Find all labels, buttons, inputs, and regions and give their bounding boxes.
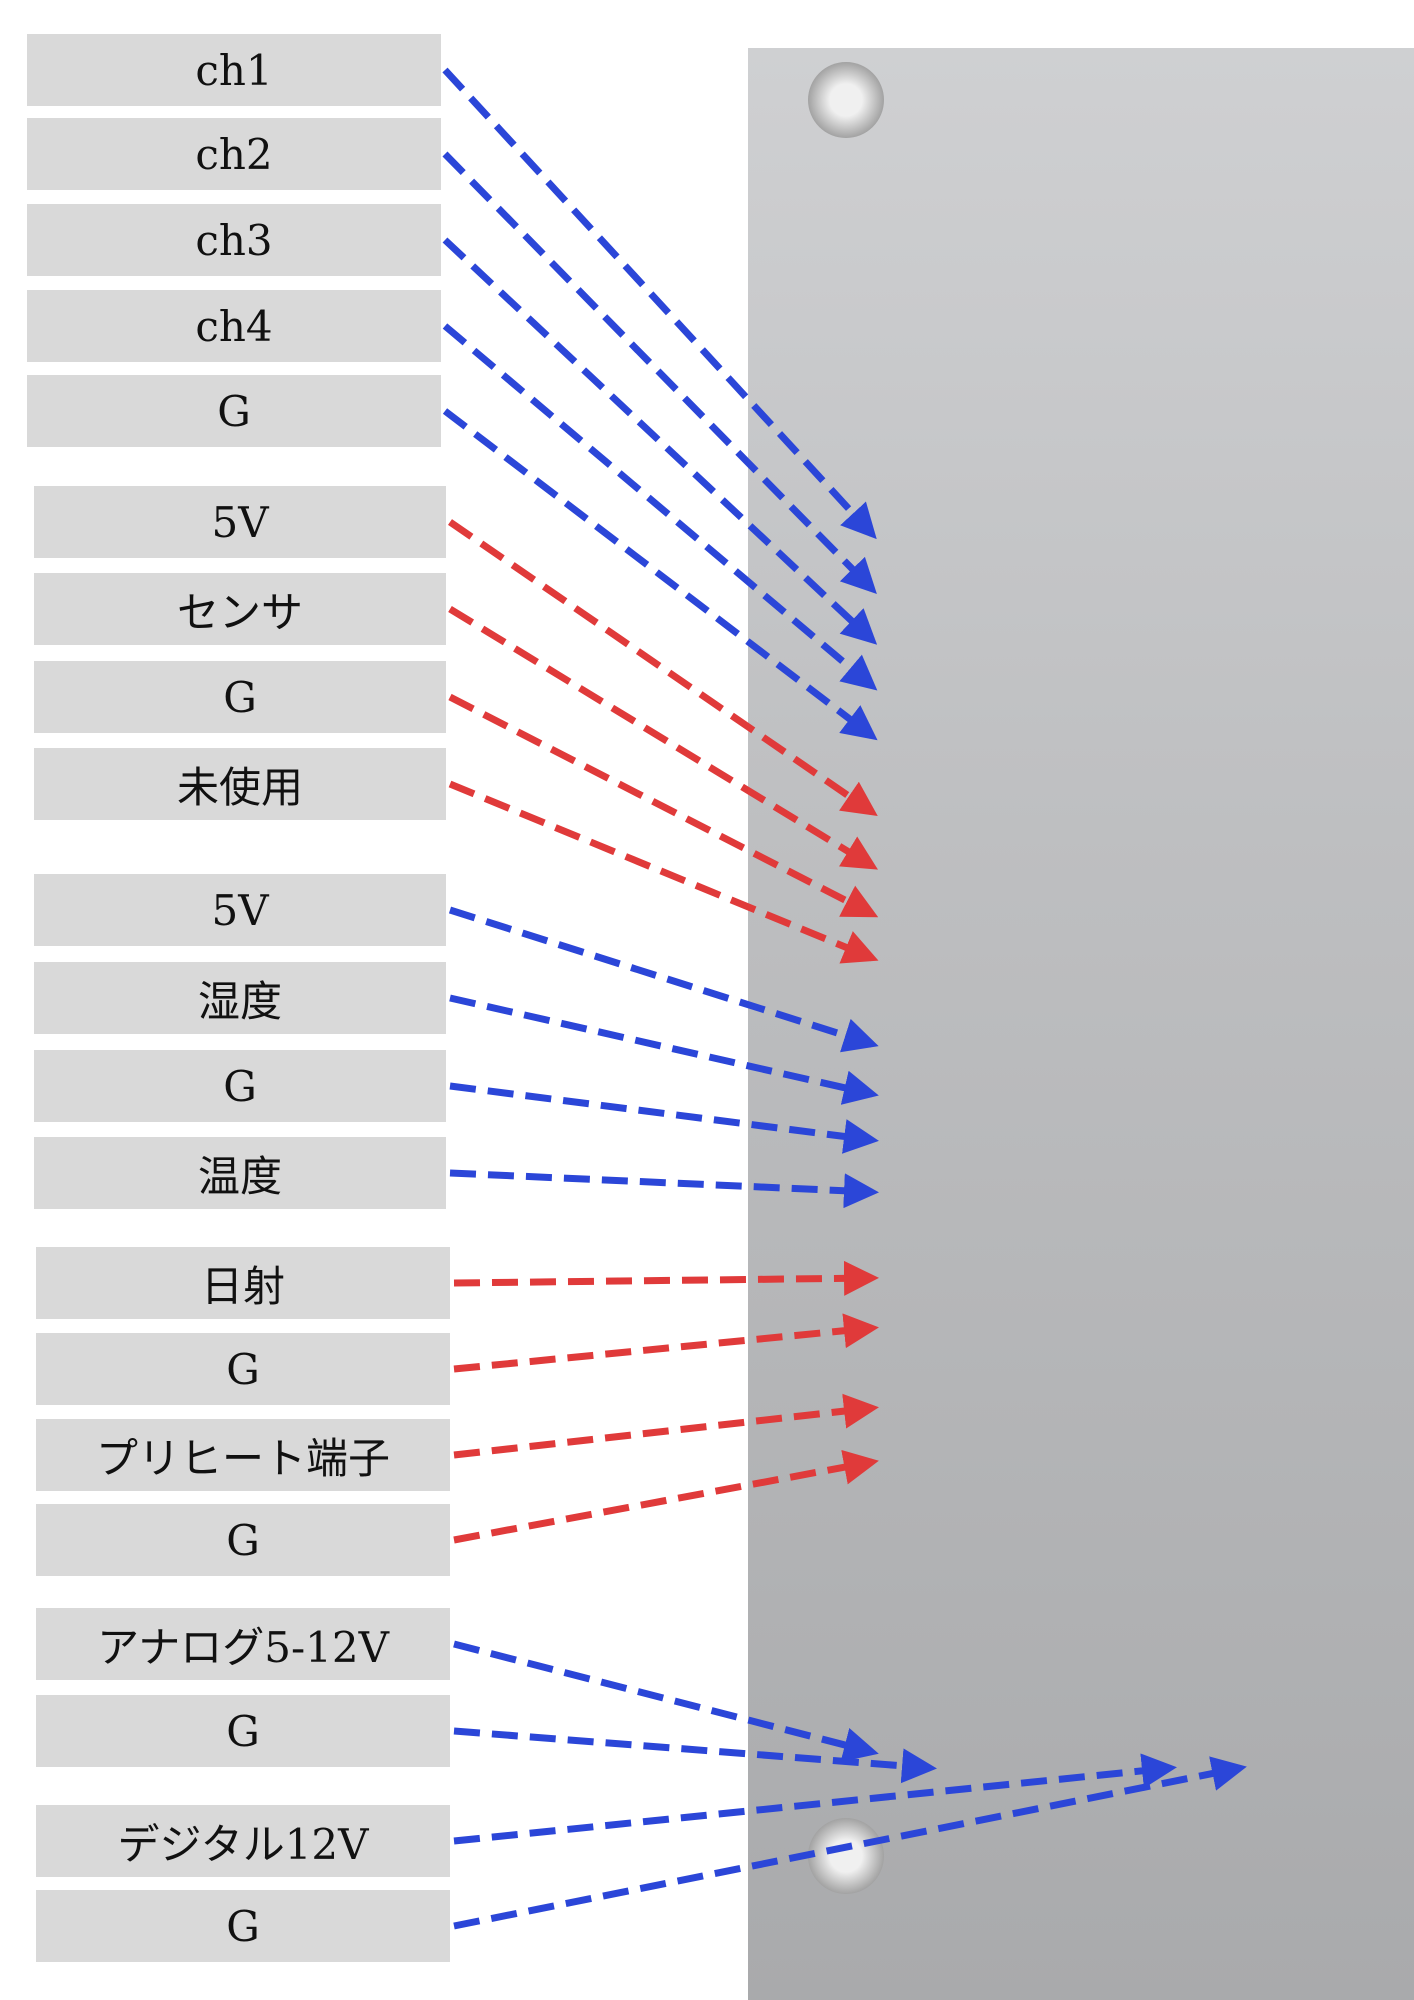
wire-arrow	[453, 1260, 879, 1296]
wire-arrow	[448, 780, 879, 964]
pin-label: ch1	[27, 34, 441, 106]
wire-arrow	[448, 519, 878, 816]
screw-icon	[808, 62, 884, 138]
pin-label: G	[34, 1050, 446, 1122]
pin-label: 日射	[36, 1247, 450, 1319]
wire-arrow	[453, 1756, 1247, 1930]
pin-label: プリヒート端子	[36, 1419, 450, 1491]
wire-arrow	[448, 606, 878, 870]
pin-label: デジタル12V	[36, 1805, 450, 1877]
pin-label: 5V	[34, 874, 446, 946]
wire-arrow	[442, 323, 878, 691]
wire-arrow	[449, 1169, 879, 1209]
pin-label: 湿度	[34, 962, 446, 1034]
pin-label: ch4	[27, 290, 441, 362]
pin-label: ch3	[27, 204, 441, 276]
wire-arrow	[453, 1640, 879, 1762]
wire-arrow	[449, 1082, 879, 1154]
pin-label: 未使用	[34, 748, 446, 820]
pin-label: G	[34, 661, 446, 733]
wire-arrow	[453, 1313, 879, 1373]
screw-icon	[808, 1818, 884, 1894]
wire-arrow	[442, 151, 877, 594]
pin-label: アナログ5-12V	[36, 1608, 450, 1680]
wire-arrow	[442, 237, 878, 645]
wire-arrow	[448, 693, 879, 918]
wire-arrow	[453, 1753, 1177, 1845]
wire-arrow	[453, 1727, 937, 1784]
wire-arrow	[442, 408, 878, 741]
pin-label: 温度	[34, 1137, 446, 1209]
pin-label: G	[36, 1695, 450, 1767]
pin-label: センサ	[34, 573, 446, 645]
pin-label: G	[27, 375, 441, 447]
pin-label: G	[36, 1890, 450, 1962]
wire-arrow	[442, 67, 877, 540]
wire-arrow	[453, 1393, 879, 1459]
wire-arrow	[453, 1449, 879, 1544]
wire-arrow	[449, 994, 879, 1105]
pin-label: G	[36, 1504, 450, 1576]
pin-label: G	[36, 1333, 450, 1405]
pin-label: 5V	[34, 486, 446, 558]
pin-label: ch2	[27, 118, 441, 190]
